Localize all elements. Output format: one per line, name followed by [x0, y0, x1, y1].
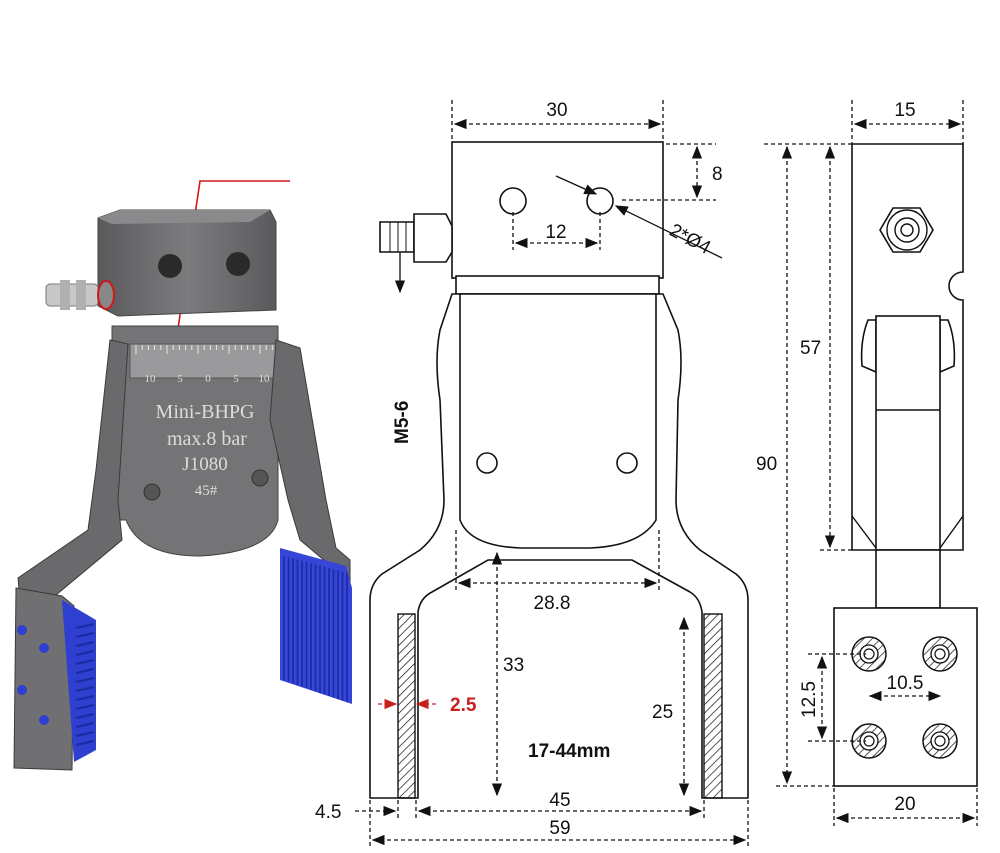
pad-ridge: [75, 722, 95, 728]
base-hole: [922, 723, 958, 759]
scale-label-0: 10: [145, 373, 157, 385]
base-hole: [922, 636, 958, 672]
pad-ridge: [75, 659, 95, 665]
pad-ridge: [75, 632, 95, 638]
scale-label-4: 10: [259, 373, 271, 385]
stroke-range: 17-44mm: [528, 741, 610, 762]
side-base-plate: [833, 607, 978, 787]
front-fitting: [379, 213, 453, 294]
side-finger: [875, 315, 941, 551]
air-fitting: [45, 280, 115, 310]
engraving-pressure: max.8 bar: [167, 428, 247, 450]
pad-ridge: [75, 623, 95, 629]
dim-thread: M5-6: [392, 401, 413, 444]
jaw-right: [269, 339, 351, 584]
dim-base-width: 20: [894, 794, 915, 815]
front-screw-right: [616, 452, 638, 474]
front-cylinder: [451, 141, 664, 279]
front-view-drawing: 30 8 12 2*Ø4 M5-6 28.8 33 25 2.5 17: [315, 100, 749, 846]
front-screw-left: [476, 452, 498, 474]
dim-top-offset: 8: [712, 164, 723, 185]
pad-ridge: [75, 695, 95, 701]
pad-ridge: [75, 740, 95, 746]
block-hole-right: [226, 252, 250, 276]
pad-ridge: [75, 713, 95, 719]
dim-pad-height: 25: [652, 702, 673, 723]
pad-ridge: [75, 641, 95, 647]
engraving-code: J1080: [182, 454, 227, 475]
front-pad-left: [397, 613, 416, 799]
dim-hole-spacing: 12: [545, 222, 566, 243]
base-hole-inner: [859, 644, 879, 664]
gripper-photo: 10 5 0 5 10 Mini-BHPG max.8 bar J1080 45…: [13, 180, 352, 771]
pad-left-ridges: [75, 623, 95, 746]
scale-label-1: 5: [177, 373, 183, 385]
base-hole-core: [934, 735, 946, 747]
pad-ridge: [75, 686, 95, 692]
dim-upper-height: 57: [800, 338, 821, 359]
dim-jaw-offset: 4.5: [315, 802, 341, 823]
dim-hole-v-spacing: 12.5: [799, 681, 820, 718]
base-hole: [851, 636, 887, 672]
side-hex-nut: [879, 207, 934, 253]
pad-ridge: [75, 731, 95, 737]
front-hole-left: [499, 187, 527, 215]
front-pad-right: [703, 613, 723, 799]
base-hole-inner: [930, 731, 950, 751]
slider-screw-left: [143, 483, 161, 501]
pad-ridge: [75, 668, 95, 674]
dim-pad-thickness: 2.5: [450, 695, 477, 716]
dim-hole-h-spacing: 10.5: [887, 673, 924, 694]
slider-screw-right: [251, 469, 269, 487]
front-slider: [459, 293, 657, 549]
dim-hole-spec: 2*Ø4: [666, 220, 714, 259]
scale-ticks: [135, 345, 273, 354]
dim-side-width: 15: [894, 100, 915, 121]
dim-top-width: 30: [546, 100, 567, 121]
scale-label-2: 0: [205, 373, 211, 385]
jaw-left: [17, 339, 129, 601]
pad-ridge: [75, 677, 95, 683]
base-hole-inner: [859, 731, 879, 751]
scale-label-3: 5: [233, 373, 239, 385]
dim-total-height: 90: [756, 454, 777, 475]
pad-ridge: [75, 650, 95, 656]
base-holes: [851, 636, 958, 759]
pad-right-ridges: [283, 556, 348, 703]
dim-total-width: 59: [549, 818, 570, 839]
dim-inner-span: 45: [549, 790, 570, 811]
block-hole-left: [158, 254, 182, 278]
base-hole-inner: [930, 644, 950, 664]
side-view-drawing: 15 90 57 12.5 10.5 20: [756, 100, 978, 826]
engraving-model: Mini-BHPG: [156, 401, 255, 423]
base-hole-core: [934, 648, 946, 660]
dim-jaw-height: 33: [503, 655, 524, 676]
base-hole: [851, 723, 887, 759]
dim-inner-width: 28.8: [534, 593, 571, 614]
pad-ridge: [75, 704, 95, 710]
engraving-grade: 45#: [195, 483, 218, 499]
